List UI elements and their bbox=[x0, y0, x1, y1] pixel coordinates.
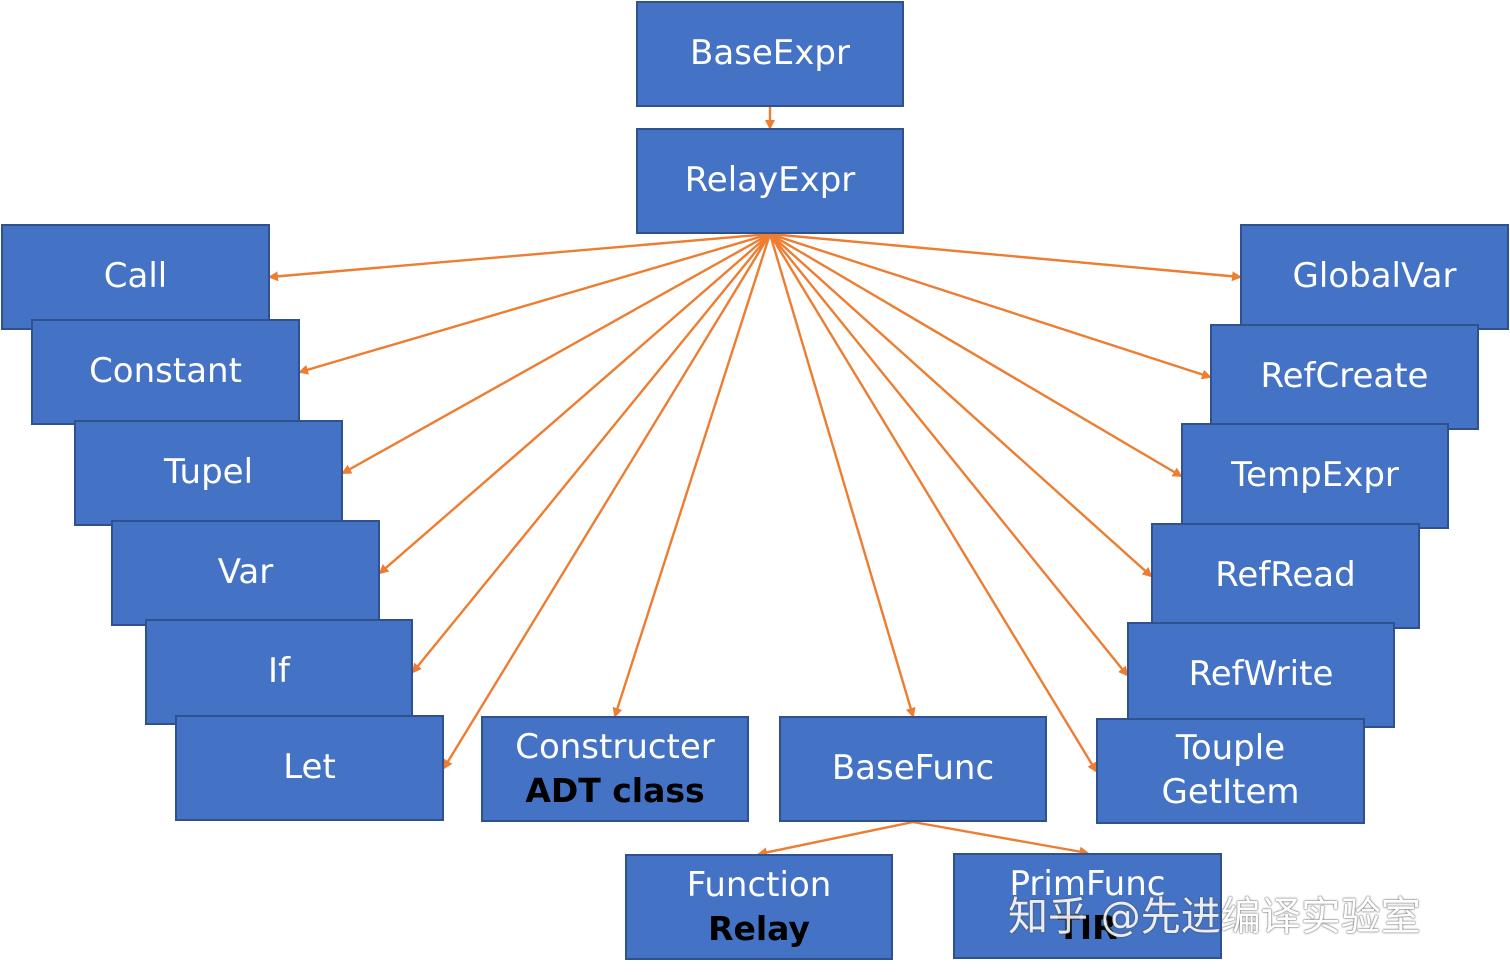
edge-relayexpr-to-let bbox=[442, 233, 772, 770]
watermark-text: 知乎 @先进编译实验室 bbox=[1008, 894, 1421, 940]
node-sublabel: Relay bbox=[708, 908, 810, 948]
node-label: RefWrite bbox=[1188, 654, 1334, 695]
edge-relayexpr-to-tupel bbox=[341, 232, 771, 475]
node-if: If bbox=[145, 619, 413, 725]
node-label: If bbox=[268, 651, 290, 692]
node-label: GlobalVar bbox=[1292, 256, 1457, 297]
node-constant: Constant bbox=[31, 319, 300, 425]
node-label: Constructer bbox=[515, 727, 715, 768]
node-var: Var bbox=[111, 520, 380, 626]
node-label: Var bbox=[217, 552, 274, 593]
node-baseexpr: BaseExpr bbox=[636, 1, 904, 107]
edge-relayexpr-to-touple-getitem bbox=[768, 233, 1098, 773]
edge-relayexpr-to-refcreate bbox=[769, 232, 1212, 380]
node-refread: RefRead bbox=[1151, 523, 1420, 629]
node-globalvar: GlobalVar bbox=[1240, 224, 1509, 330]
node-call: Call bbox=[1, 224, 270, 330]
edge-basefunc-to-primfunc bbox=[912, 820, 1090, 857]
edge-relayexpr-to-var bbox=[378, 233, 771, 575]
edge-relayexpr-to-call bbox=[268, 232, 771, 282]
node-label: Constant bbox=[89, 351, 242, 392]
edge-relayexpr-to-refwrite bbox=[769, 233, 1129, 677]
node-sublabel: TIR bbox=[1057, 907, 1118, 947]
node-label: PrimFunc bbox=[1009, 864, 1166, 905]
node-label: Function bbox=[686, 865, 832, 906]
node-label: Tupel bbox=[163, 452, 254, 493]
node-label-line: Touple bbox=[1175, 728, 1286, 769]
node-label: BaseExpr bbox=[690, 33, 850, 74]
edge-relayexpr-to-constructer bbox=[612, 233, 772, 718]
node-label: TempExpr bbox=[1231, 455, 1399, 496]
node-basefunc: BaseFunc bbox=[779, 716, 1047, 822]
node-tupel: Tupel bbox=[74, 420, 343, 526]
node-let: Let bbox=[175, 715, 444, 821]
node-label: RelayExpr bbox=[684, 160, 856, 201]
node-refwrite: RefWrite bbox=[1127, 622, 1395, 728]
node-label: Let bbox=[283, 747, 336, 788]
edge-relayexpr-to-tempexpr bbox=[769, 232, 1183, 478]
node-label: BaseFunc bbox=[831, 748, 995, 789]
node-label: RefCreate bbox=[1260, 356, 1429, 397]
node-label: RefRead bbox=[1215, 555, 1356, 596]
edge-relayexpr-to-refread bbox=[769, 233, 1153, 578]
node-sublabel: ADT class bbox=[525, 770, 705, 810]
node-tempexpr: TempExpr bbox=[1181, 423, 1449, 529]
node-label-line: GetItem bbox=[1161, 772, 1300, 812]
edge-relayexpr-to-basefunc bbox=[768, 233, 916, 718]
node-refcreate: RefCreate bbox=[1210, 324, 1479, 430]
node-relayexpr: RelayExpr bbox=[636, 128, 904, 234]
edge-relayexpr-to-constant bbox=[298, 232, 771, 375]
edge-relayexpr-to-if bbox=[411, 233, 771, 674]
node-label: Call bbox=[103, 256, 168, 297]
edge-basefunc-to-function bbox=[757, 820, 914, 858]
edge-relayexpr-to-globalvar bbox=[769, 232, 1242, 282]
